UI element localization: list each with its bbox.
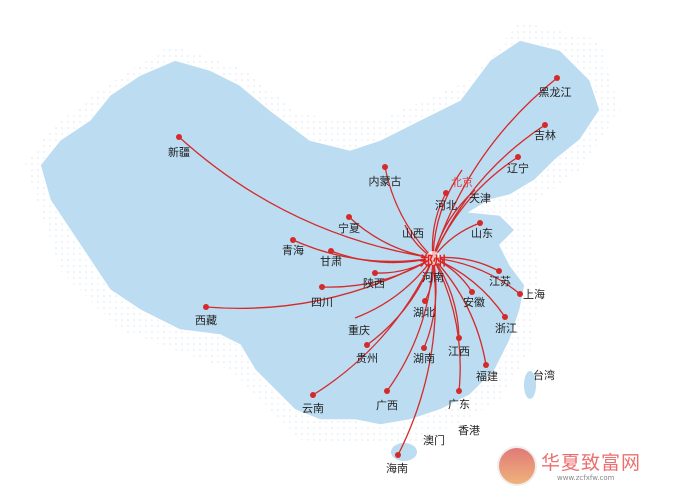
city-dot-24 [456, 335, 462, 341]
city-dot-10 [290, 237, 296, 243]
route-line-26 [312, 257, 434, 396]
route-line-28 [432, 257, 461, 392]
destination-label: 江西 [448, 345, 470, 358]
watermark-title: 华夏致富网 [541, 452, 642, 474]
taiwan-island [524, 371, 536, 399]
route-line-27 [386, 257, 434, 392]
destination-label: 北京 [451, 176, 473, 189]
route-line-29 [397, 257, 437, 456]
watermark-url: www.zcfxfw.com [557, 474, 615, 482]
city-dot-6 [477, 220, 483, 226]
city-dot-7 [382, 164, 388, 170]
city-dot-29 [395, 452, 401, 458]
city-dot-25 [483, 362, 489, 368]
city-dot-14 [319, 284, 325, 290]
city-dot-18 [469, 289, 475, 295]
destination-label: 吉林 [534, 129, 556, 142]
hainan-island [391, 443, 417, 461]
destination-label: 辽宁 [507, 162, 529, 175]
city-dot-26 [310, 392, 316, 398]
city-dot-11 [328, 248, 334, 254]
destination-label: 贵州 [356, 352, 378, 365]
destination-label: 海南 [386, 462, 408, 475]
city-dot-22 [364, 342, 370, 348]
city-dots [176, 75, 560, 458]
destination-label: 江苏 [489, 275, 511, 288]
route-line-25 [432, 257, 487, 366]
destination-label: 新疆 [168, 146, 190, 159]
destination-label: 宁夏 [338, 222, 360, 235]
destination-label: 甘肃 [320, 255, 342, 268]
city-dot-19 [502, 314, 508, 320]
route-line-3 [432, 169, 463, 259]
destination-label: 四川 [311, 296, 333, 309]
route-line-21 [354, 257, 434, 319]
city-dot-13 [203, 304, 209, 310]
city-dot-8 [346, 214, 352, 220]
city-dot-27 [384, 388, 390, 394]
route-line-2 [432, 156, 519, 259]
city-dot-12 [176, 134, 182, 140]
destination-label: 青海 [282, 244, 304, 257]
city-dot-20 [422, 298, 428, 304]
city-dot-23 [421, 345, 427, 351]
region-label: 澳门 [423, 434, 445, 447]
route-line-4 [432, 189, 476, 259]
destination-label: 广东 [448, 398, 470, 411]
watermark-logo: 华夏致富网 www.zcfxfw.com [497, 446, 657, 490]
city-dot-1 [542, 122, 548, 128]
route-line-19 [432, 257, 506, 318]
hub-glow [426, 251, 440, 265]
destination-label: 安徽 [463, 296, 485, 309]
destination-label: 山东 [471, 227, 493, 240]
destination-label: 福建 [476, 370, 498, 383]
destination-label: 山西 [402, 227, 424, 240]
hub-label: 郑州 [419, 254, 447, 270]
city-dot-2 [515, 154, 521, 160]
destination-label: 浙江 [495, 322, 517, 335]
destination-label: 湖南 [413, 352, 435, 365]
destination-label: 上海 [523, 288, 545, 301]
city-dot-17 [517, 291, 523, 297]
hub-province-label: 河南 [422, 271, 444, 284]
destination-label: 河北 [435, 199, 457, 212]
destination-label: 西藏 [195, 314, 217, 327]
destination-label: 陕西 [363, 277, 385, 290]
destination-label: 天津 [469, 192, 491, 205]
route-line-11 [330, 250, 434, 264]
destination-label: 云南 [302, 402, 324, 415]
region-label: 香港 [458, 424, 480, 437]
city-dot-16 [496, 268, 502, 274]
destination-label: 重庆 [348, 324, 370, 337]
city-dot-15 [372, 270, 378, 276]
region-label: 台湾 [533, 369, 555, 382]
route-line-24 [432, 257, 460, 339]
route-line-7 [384, 166, 434, 259]
route-line-17 [432, 257, 521, 295]
city-dot-28 [456, 388, 462, 394]
destination-label: 广西 [376, 399, 398, 412]
watermark-emblem-icon [497, 446, 537, 486]
destination-label: 黑龙江 [538, 86, 572, 99]
destination-label: 湖北 [413, 306, 435, 319]
destination-label: 内蒙古 [368, 175, 402, 188]
city-dot-5 [443, 190, 449, 196]
city-dot-0 [554, 75, 560, 81]
route-line-12 [178, 136, 434, 259]
